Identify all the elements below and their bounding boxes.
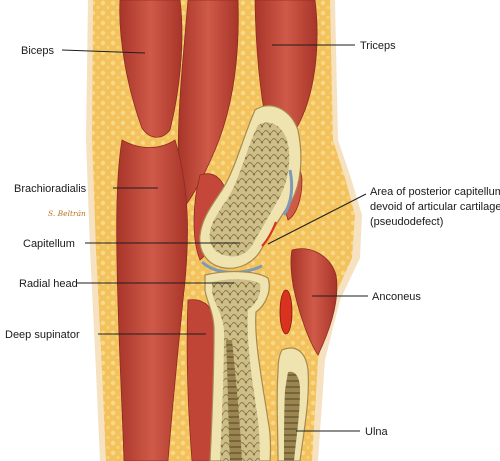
humerus-bone [199,105,302,269]
label-radial-head: Radial head [19,278,78,290]
deep-supinator-muscle [186,299,215,461]
pseudodefect-area [261,221,278,247]
label-pseudodefect-line3: (pseudodefect) [370,216,443,228]
posterior-cartilage-highlight [282,169,294,216]
label-deep-supinator: Deep supinator [5,329,80,341]
label-biceps: Biceps [21,45,55,57]
labels: Biceps Triceps Brachioradialis Capitellu… [5,40,500,438]
brachioradialis-muscle [116,139,188,461]
anconeus-muscle [290,248,338,356]
biceps-leader [61,49,146,54]
artist-signature: S. Beltrán [48,209,86,218]
label-capitellum: Capitellum [23,238,75,250]
label-ulna: Ulna [365,426,389,438]
label-brachioradialis: Brachioradialis [14,183,87,195]
leader-lines [61,44,368,432]
radius-bone [204,270,272,461]
label-pseudodefect-line1: Area of posterior capitellum [370,186,500,198]
biceps-muscle [119,0,183,138]
posterior-vessel [279,289,293,335]
ulna-bone [276,347,309,461]
label-pseudodefect-line2: devoid of articular cartilage [370,201,500,213]
label-anconeus: Anconeus [372,291,421,303]
label-triceps: Triceps [360,40,396,52]
pseudodefect-leader [267,193,367,245]
